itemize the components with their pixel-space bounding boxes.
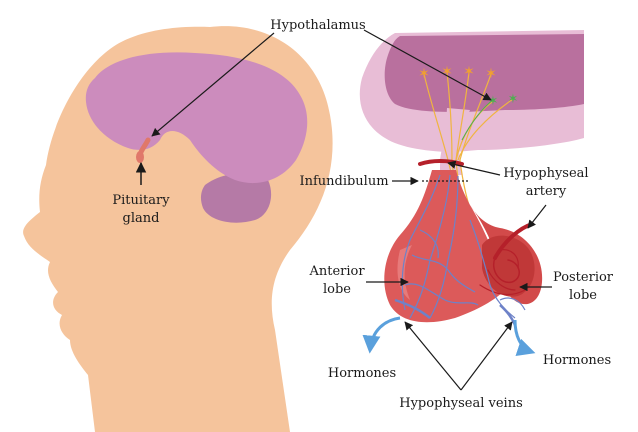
star-neuron-icon: ✶ <box>463 64 475 80</box>
green-neuron-icon: ✶ <box>508 92 519 107</box>
hypophyseal-veins-arrow-left <box>404 321 462 391</box>
hormone-arrow-left <box>362 316 401 354</box>
head-illustration <box>23 26 333 432</box>
pituitary-label-line2: gland <box>123 211 160 226</box>
hypothalamus-region <box>359 30 584 175</box>
hypophyseal-artery-arrow-side <box>527 204 547 229</box>
hypophyseal-artery <box>418 159 534 296</box>
hypophyseal-artery-label-line1: Hypophyseal <box>503 166 588 181</box>
anterior-lobe-label-line1: Anterior <box>308 264 365 279</box>
hypothalamus-inner <box>384 34 584 112</box>
posterior-lobe-label-line2: lobe <box>569 288 597 303</box>
posterior-lobe-dark <box>482 235 535 297</box>
pituitary-gland-small <box>136 151 144 163</box>
star-neuron-icon: ✶ <box>418 66 430 82</box>
hypothalamus-arrow-right <box>363 29 492 101</box>
gland-highlight <box>397 245 412 300</box>
hypophyseal-artery-label-line2: artery <box>526 184 567 199</box>
cerebellum-shape <box>200 173 272 223</box>
hypothalamus-arrow-left <box>151 32 275 137</box>
hormones-right-label: Hormones <box>543 353 611 368</box>
infundibulum-label: Infundibulum <box>299 174 388 189</box>
anterior-lobe-label-line2: lobe <box>323 282 351 297</box>
brain-shape <box>85 52 308 184</box>
hypophyseal-artery-arrow-top <box>447 160 501 176</box>
pituitary-label-line1: Pituitary <box>112 193 170 208</box>
green-neuron-icon: ✶ <box>488 94 499 109</box>
star-neuron-icon: ✶ <box>441 64 453 80</box>
portal-capillary <box>461 99 494 141</box>
hormone-arrow-right <box>513 319 536 356</box>
hypothalamus-label: Hypothalamus <box>270 18 365 33</box>
neuron-cells: ✶ ✶ ✶ ✶ ✶ ✶ <box>418 64 519 141</box>
hormones-left-label: Hormones <box>328 366 396 381</box>
posterior-lobe-label-line1: Posterior <box>553 270 614 285</box>
hypophyseal-veins-arrow-right <box>460 321 513 391</box>
hypophyseal-vein-network <box>394 174 526 326</box>
hypophyseal-veins-label: Hypophyseal veins <box>399 396 523 411</box>
star-neuron-icon: ✶ <box>485 66 497 82</box>
